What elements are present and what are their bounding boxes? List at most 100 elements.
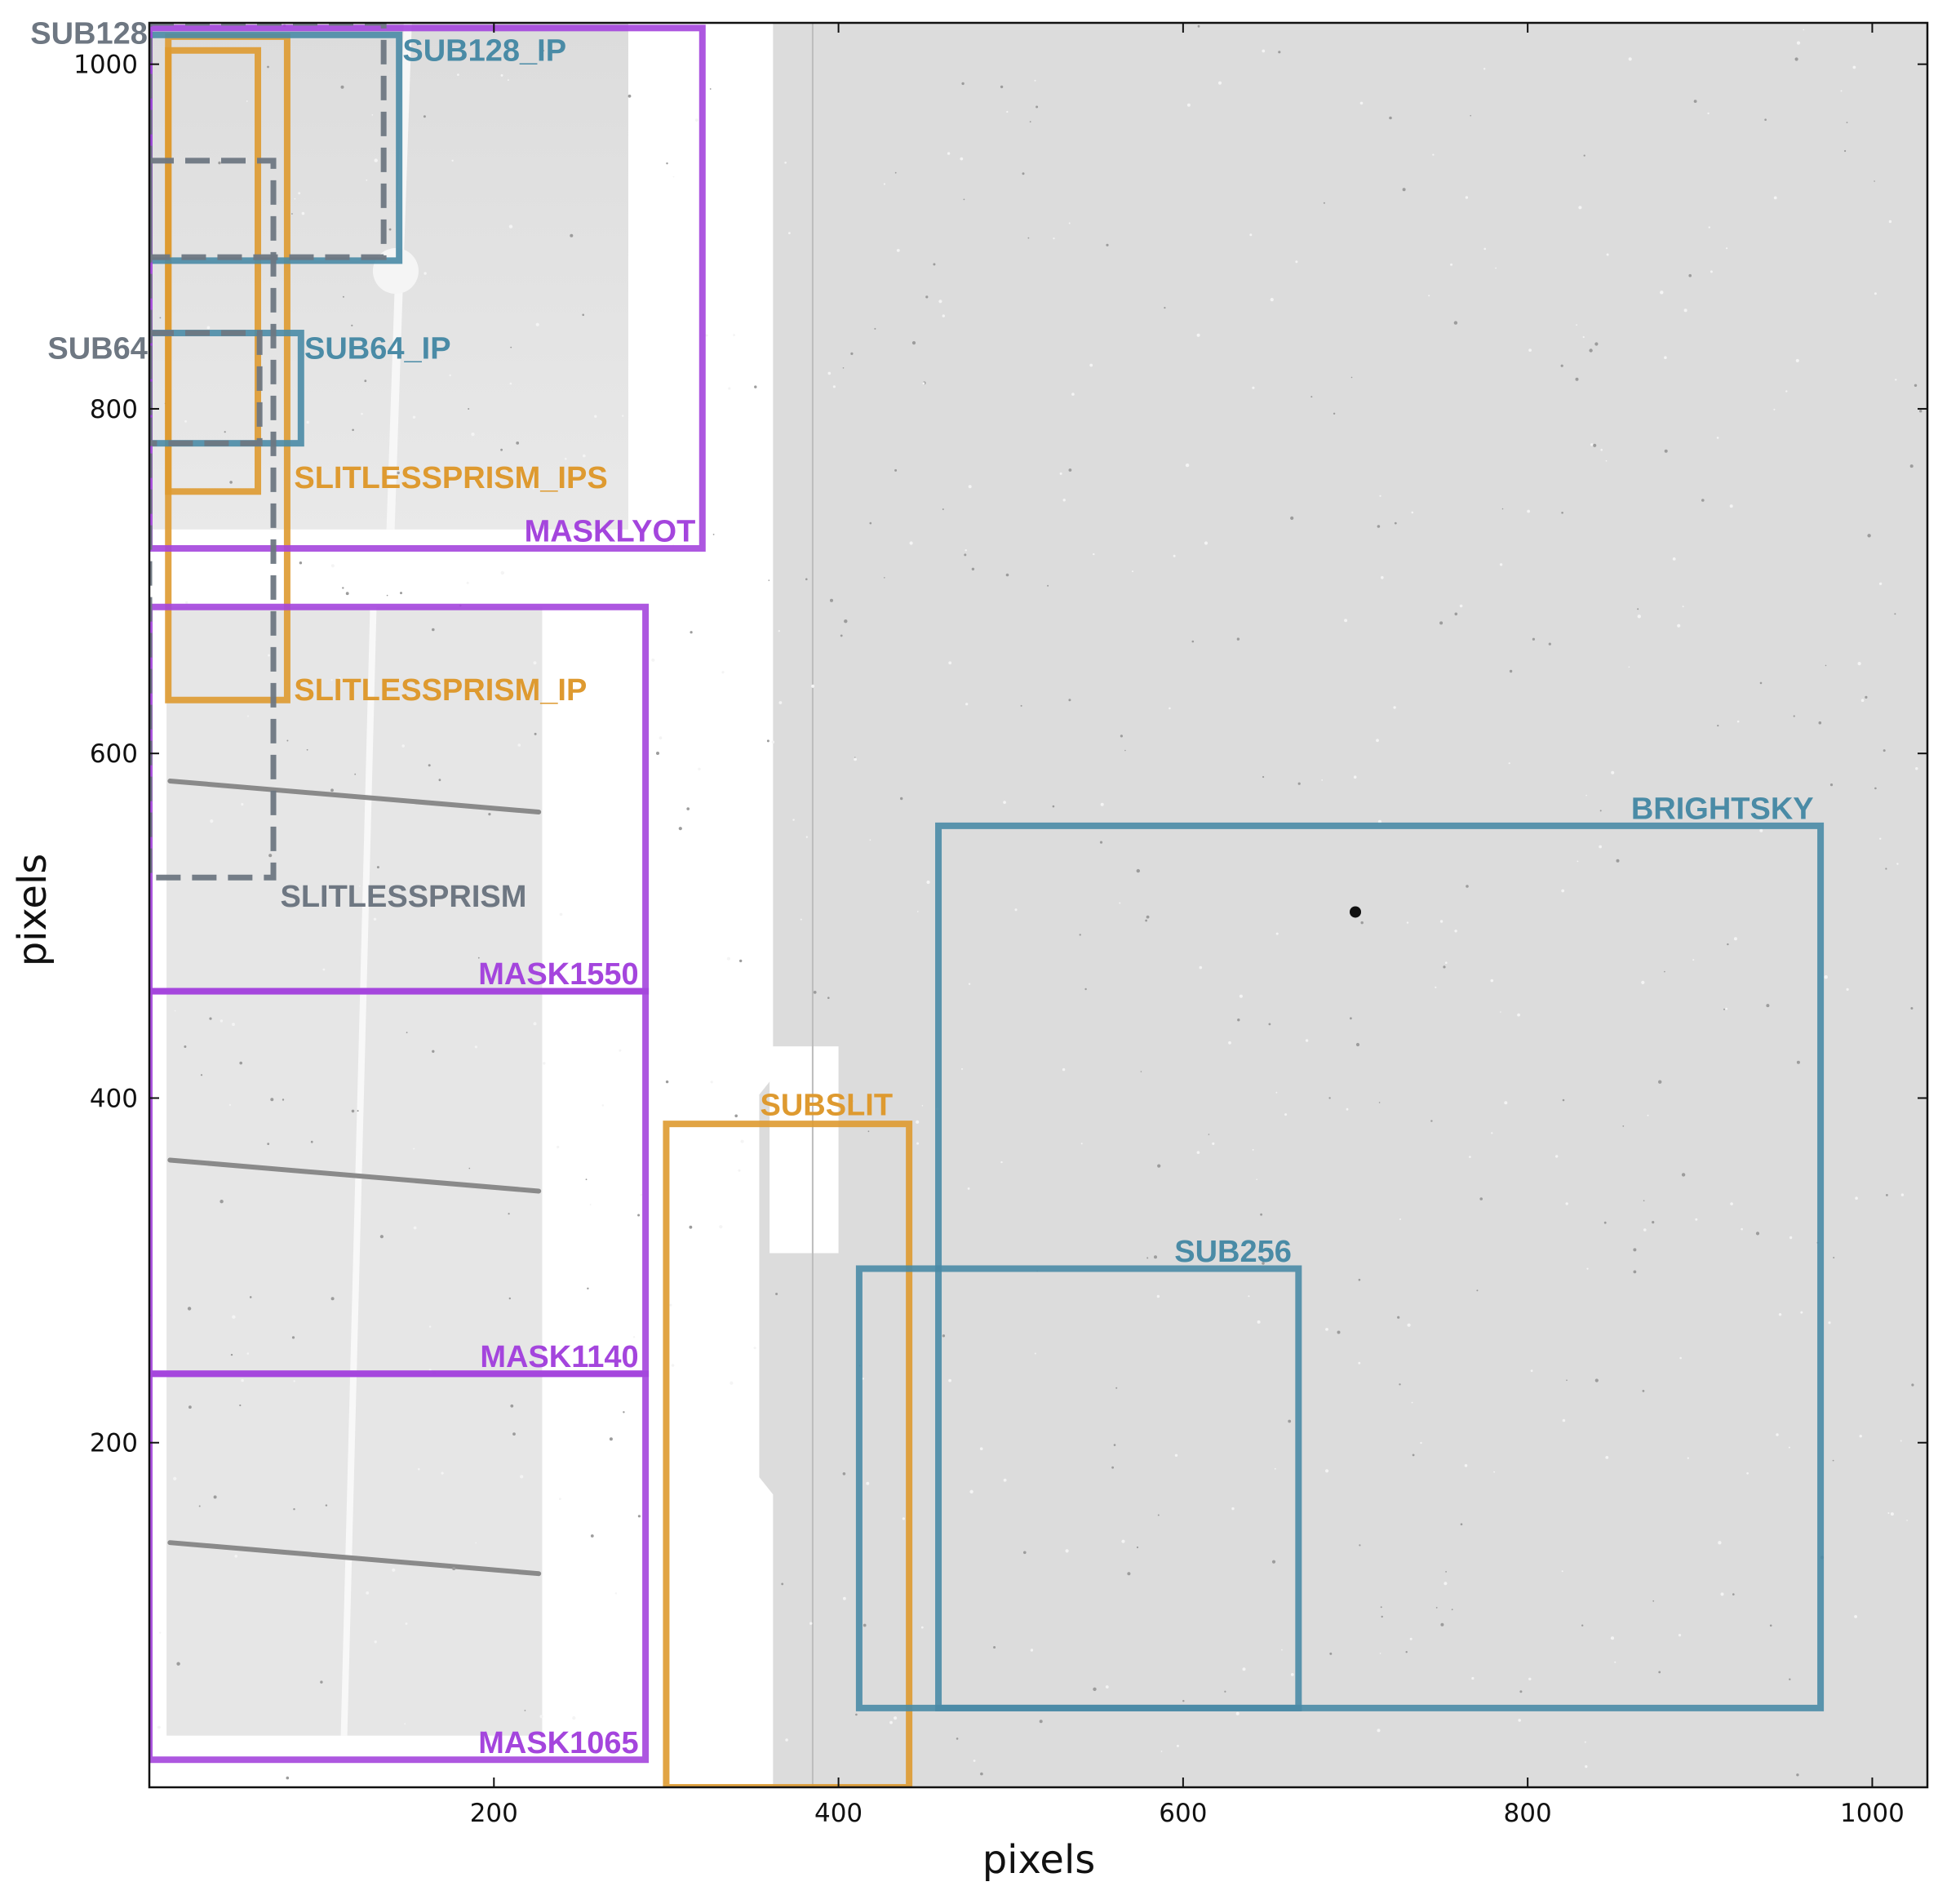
speckle xyxy=(1909,464,1914,468)
speckle xyxy=(1157,1514,1160,1516)
speckle xyxy=(232,1023,235,1027)
speckle xyxy=(159,1631,162,1634)
speckle xyxy=(1759,828,1763,832)
speckle xyxy=(1605,459,1608,462)
speckle xyxy=(1886,1194,1888,1196)
speckle xyxy=(359,885,361,887)
speckle xyxy=(1590,443,1594,446)
speckle xyxy=(386,594,388,597)
region-label-sub128-ip: SUB128_IP xyxy=(402,33,566,68)
speckle xyxy=(1359,1544,1361,1547)
speckle xyxy=(157,1725,161,1729)
speckle xyxy=(1681,1173,1686,1177)
speckle xyxy=(1124,749,1126,752)
speckle xyxy=(1720,1592,1724,1596)
region-label-mask1550: MASK1550 xyxy=(478,957,638,992)
speckle xyxy=(1491,1132,1493,1134)
speckle xyxy=(174,1010,176,1012)
speckle xyxy=(909,541,913,545)
speckle xyxy=(406,1032,408,1034)
speckle xyxy=(1585,1764,1588,1769)
speckle xyxy=(1381,1615,1383,1618)
speckle xyxy=(401,744,406,748)
speckle xyxy=(1500,1011,1501,1013)
speckle xyxy=(1136,868,1141,873)
speckle xyxy=(1397,1316,1400,1319)
speckle xyxy=(1062,1067,1066,1072)
speckle xyxy=(902,1517,905,1520)
speckle xyxy=(1377,1729,1381,1733)
speckle xyxy=(1490,979,1494,983)
speckle xyxy=(229,481,233,484)
speckle xyxy=(942,508,944,510)
speckle xyxy=(1145,919,1147,922)
speckle xyxy=(1275,1091,1278,1094)
region-box-slitlessprism-ips xyxy=(165,47,262,495)
speckle xyxy=(517,743,521,747)
speckle xyxy=(721,671,725,674)
speckle xyxy=(733,334,735,336)
speckle xyxy=(1445,1571,1447,1573)
speckle xyxy=(1717,725,1719,727)
speckle xyxy=(1725,1007,1727,1010)
speckle xyxy=(1883,749,1886,752)
speckle xyxy=(738,1169,741,1172)
speckle xyxy=(1518,1719,1521,1722)
speckle xyxy=(1793,715,1795,717)
speckle xyxy=(1616,859,1620,863)
speckle xyxy=(1271,1560,1276,1564)
speckle xyxy=(894,1716,898,1720)
speckle xyxy=(532,487,535,490)
speckle xyxy=(896,249,900,252)
speckle xyxy=(220,1019,224,1023)
speckle xyxy=(754,385,757,388)
speckle xyxy=(301,211,305,215)
speckle xyxy=(1493,1471,1495,1473)
speckle xyxy=(916,1142,920,1145)
speckle xyxy=(1065,1549,1069,1553)
speckle xyxy=(1325,1469,1329,1473)
speckle xyxy=(1643,1200,1645,1201)
speckle xyxy=(1132,570,1133,573)
speckle xyxy=(1910,1007,1914,1010)
speckle xyxy=(474,1045,478,1049)
speckle xyxy=(1476,1289,1479,1292)
speckle xyxy=(1865,695,1868,699)
speckle xyxy=(709,88,712,90)
speckle xyxy=(916,1120,920,1124)
speckle xyxy=(585,1178,588,1181)
speckle xyxy=(979,1447,983,1450)
speckle xyxy=(1146,915,1150,919)
speckle xyxy=(1769,1624,1772,1627)
speckle xyxy=(850,352,854,355)
speckle xyxy=(1795,358,1799,362)
speckle xyxy=(1900,1440,1902,1442)
speckle xyxy=(1217,81,1222,85)
speckle xyxy=(1105,1685,1109,1689)
speckle xyxy=(1628,666,1630,668)
speckle xyxy=(1176,1744,1179,1747)
speckle xyxy=(1186,103,1191,107)
speckle xyxy=(1576,324,1577,326)
speckle xyxy=(1454,930,1457,933)
speckle xyxy=(1399,1218,1401,1220)
y-tick-label: 600 xyxy=(90,739,138,769)
speckle xyxy=(1290,1673,1294,1676)
speckle xyxy=(1643,1228,1647,1232)
speckle xyxy=(1379,495,1381,497)
speckle xyxy=(424,272,427,275)
detector-speckles xyxy=(149,24,1922,1780)
speckle xyxy=(1818,721,1822,725)
speckle xyxy=(1080,1143,1083,1145)
speckle xyxy=(1346,1107,1349,1111)
speckle xyxy=(249,1296,252,1298)
region-label-slitlessprism: SLITLESSPRISM xyxy=(280,880,526,914)
speckle xyxy=(1196,1151,1200,1154)
speckle xyxy=(1707,112,1710,115)
speckle xyxy=(942,1334,946,1338)
y-axis-title: pixels xyxy=(10,854,55,967)
speckle xyxy=(993,1646,996,1649)
speckle xyxy=(508,1213,510,1215)
speckle xyxy=(1723,1008,1725,1010)
